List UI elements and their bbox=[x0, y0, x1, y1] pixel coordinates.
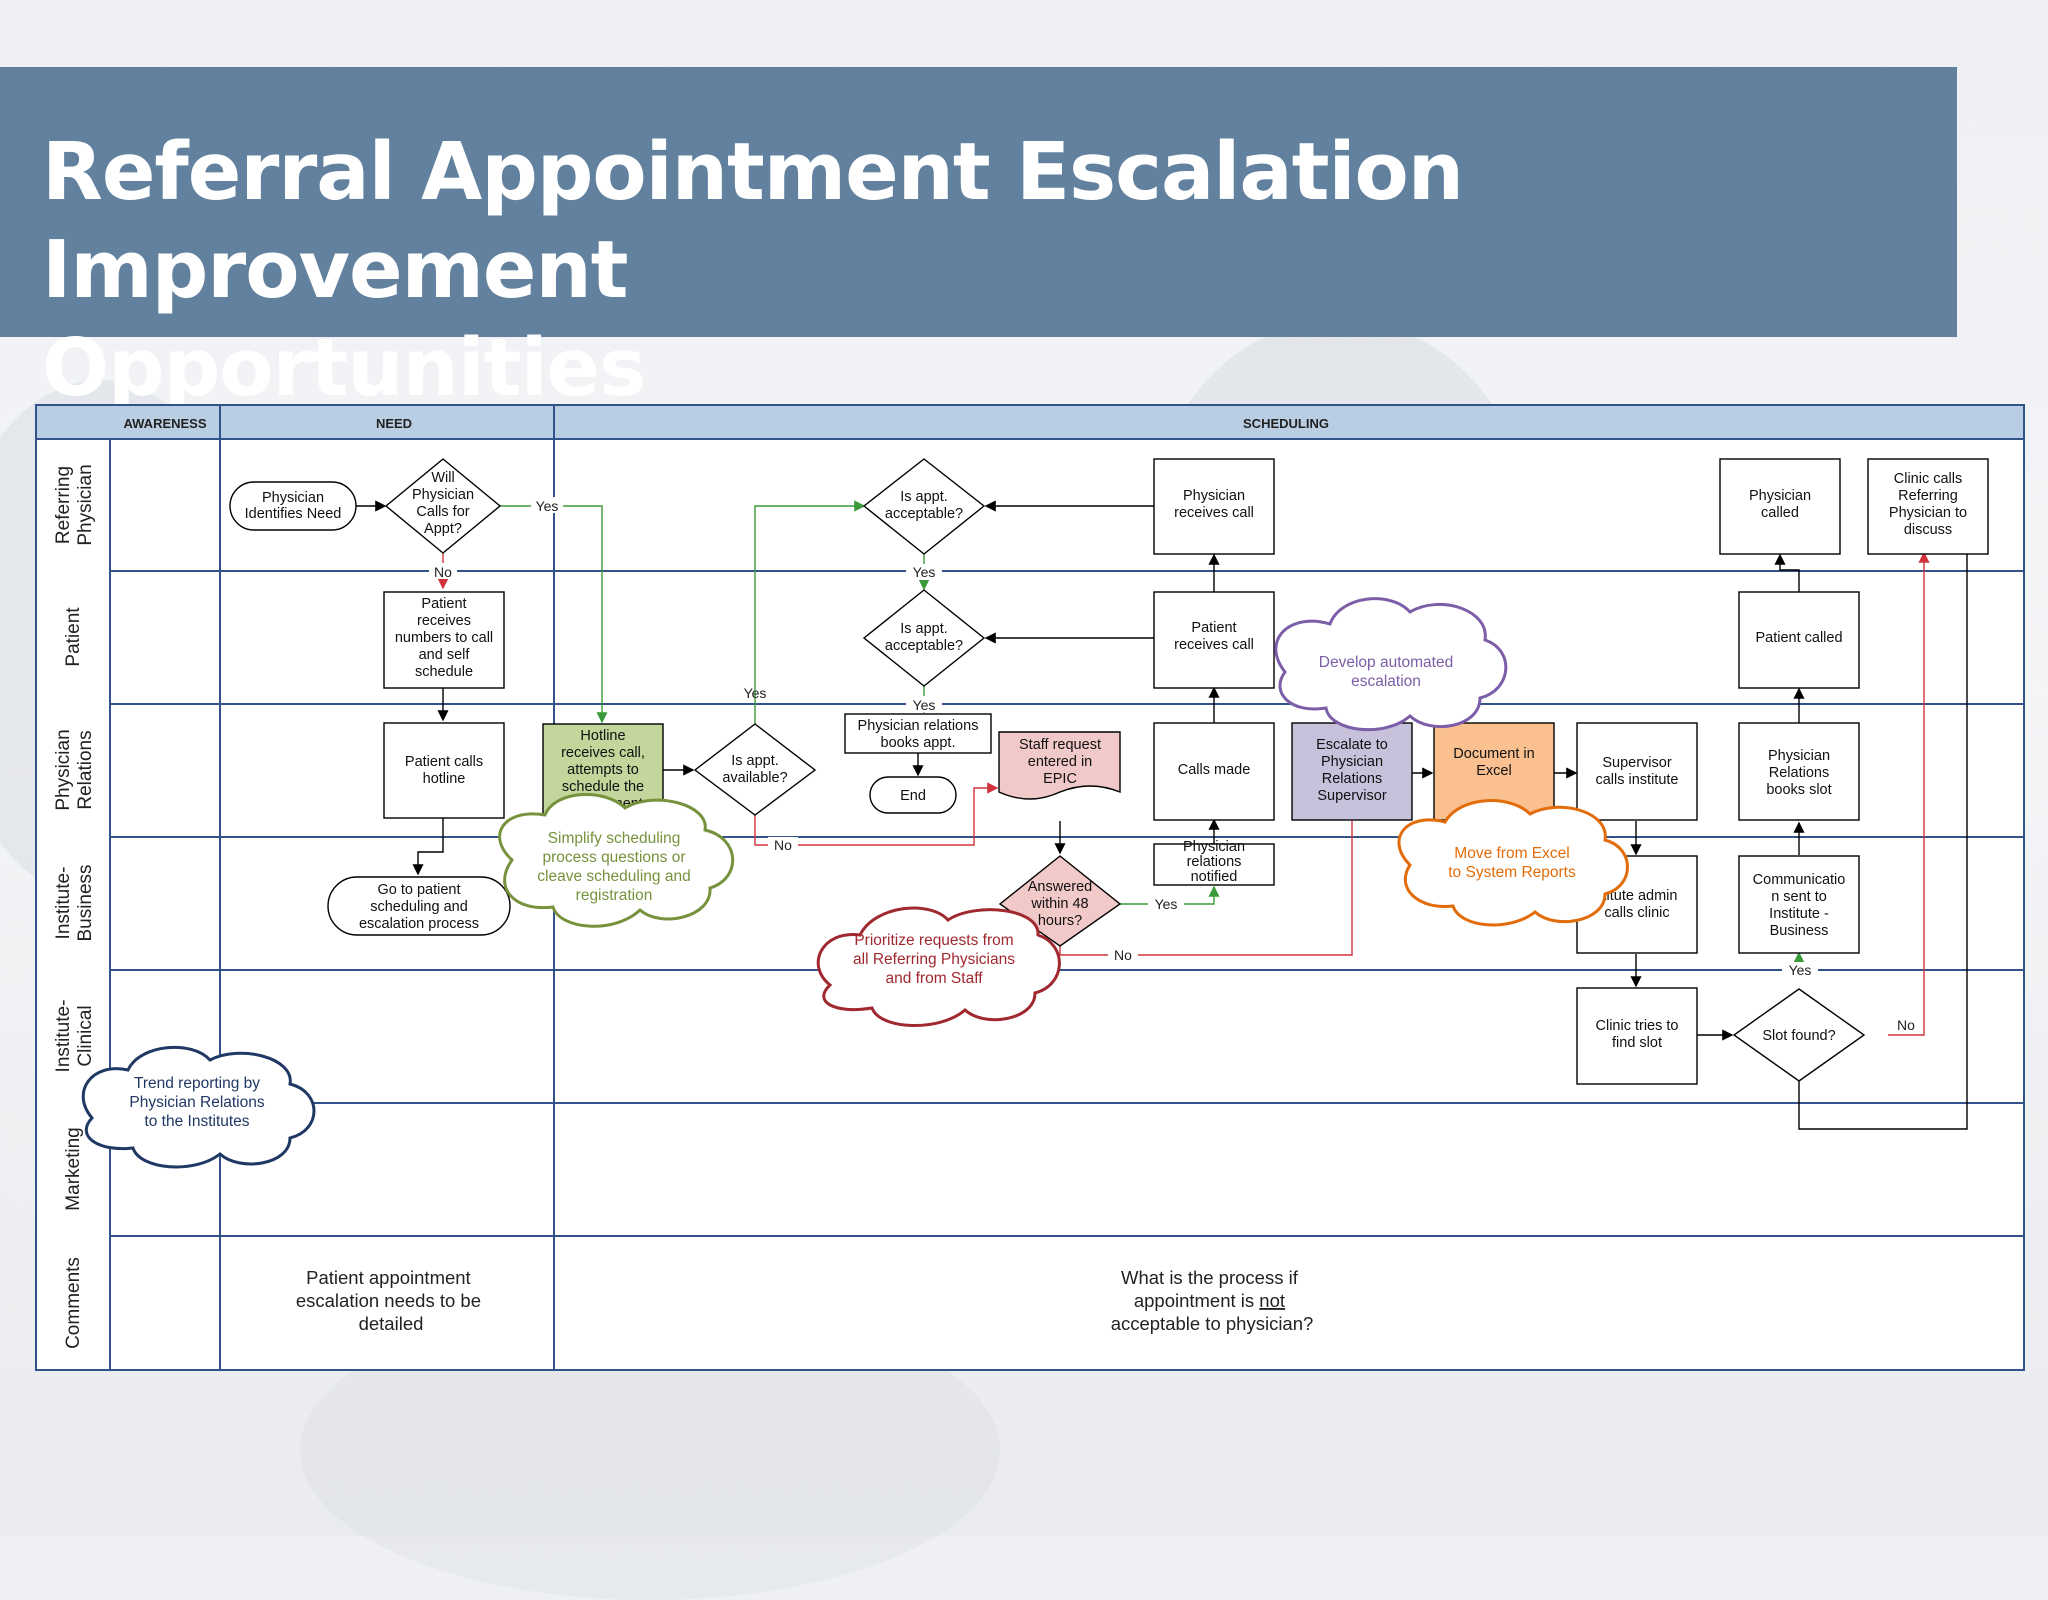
slide-title-line-2: Opportunities bbox=[42, 322, 646, 414]
edge-label-yes-3: Yes bbox=[744, 685, 767, 701]
lane-label-marketing: Marketing bbox=[63, 1127, 84, 1210]
comment-need: Patient appointment escalation needs to … bbox=[296, 1267, 486, 1334]
decision-acceptable-patient: Is appt.acceptable? bbox=[862, 589, 986, 687]
svg-text:Patient called: Patient called bbox=[1755, 630, 1842, 646]
slide-title-line-1: Referral Appointment Escalation Improvem… bbox=[42, 126, 1464, 316]
edge-label-no-3: No bbox=[1114, 947, 1132, 963]
phase-header bbox=[35, 404, 2025, 440]
node-end: End bbox=[869, 776, 957, 814]
edge-label-yes-4: Yes bbox=[913, 697, 936, 713]
svg-text:Is appt.acceptable?: Is appt.acceptable? bbox=[885, 489, 963, 522]
svg-text:Calls made: Calls made bbox=[1178, 762, 1251, 778]
phase-need: NEED bbox=[376, 416, 412, 431]
lane-grid bbox=[110, 405, 2024, 1370]
lane-label-business: Institute-Business bbox=[53, 864, 96, 941]
phase-scheduling: SCHEDULING bbox=[1243, 416, 1329, 431]
lane-label-referring: ReferringPhysician bbox=[53, 464, 96, 545]
node-calls-made: Calls made bbox=[1153, 722, 1275, 821]
edge-label-yes-1: Yes bbox=[536, 498, 559, 514]
node-patient-called: Patient called bbox=[1738, 591, 1860, 689]
edge-label-yes-6: Yes bbox=[1789, 962, 1812, 978]
title-banner: Referral Appointment Escalation Improvem… bbox=[0, 67, 1957, 414]
svg-text:Is appt.acceptable?: Is appt.acceptable? bbox=[885, 621, 963, 654]
svg-text:Is appt.available?: Is appt.available? bbox=[722, 753, 787, 786]
svg-text:End: End bbox=[900, 788, 926, 804]
edge-label-yes-2: Yes bbox=[913, 564, 936, 580]
lane-label-column bbox=[35, 438, 111, 1371]
svg-text:Slot found?: Slot found? bbox=[1762, 1028, 1835, 1044]
lane-label-comments: Comments bbox=[63, 1257, 84, 1349]
swimlane-diagram: AWARENESS NEED SCHEDULING ReferringPhysi… bbox=[35, 404, 2025, 1371]
edge-label-yes-5: Yes bbox=[1155, 896, 1178, 912]
phase-awareness: AWARENESS bbox=[123, 416, 206, 431]
lane-label-patient: Patient bbox=[63, 607, 84, 667]
edge-label-no-1: No bbox=[434, 564, 452, 580]
decision-slot-found: Slot found? bbox=[1732, 988, 1866, 1082]
comment-scheduling: What is the process if appointment is no… bbox=[1111, 1267, 1314, 1334]
decision-acceptable-referring: Is appt.acceptable? bbox=[862, 458, 986, 555]
lane-label-relations: PhysicianRelations bbox=[53, 729, 96, 810]
decision-appt-available: Is appt.available? bbox=[693, 723, 817, 816]
lane-label-clinical: Institute-Clinical bbox=[53, 1000, 96, 1073]
edge-label-no-2: No bbox=[774, 837, 792, 853]
edge-label-no-4: No bbox=[1897, 1017, 1915, 1033]
